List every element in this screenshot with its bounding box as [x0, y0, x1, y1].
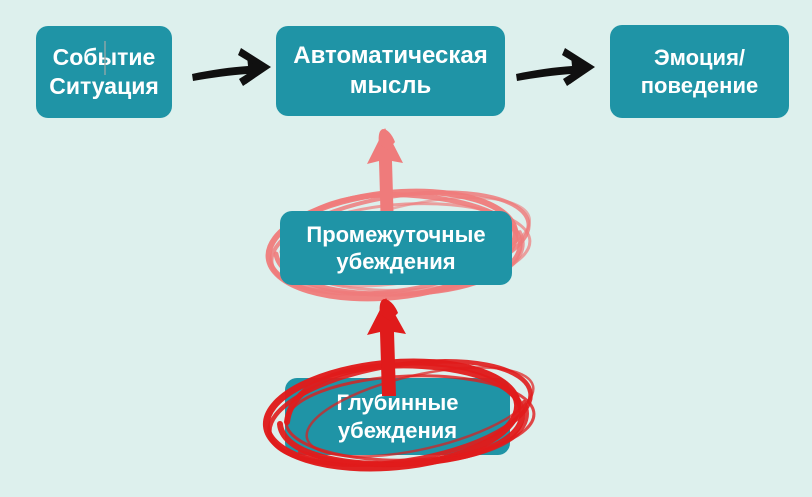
node-intermediate-beliefs-label: Промежуточные убеждения: [306, 221, 486, 275]
node-automatic-thought: Автоматическая мысль: [276, 26, 505, 116]
node-automatic-thought-label: Автоматическая мысль: [293, 42, 488, 99]
node-event: Событие Ситуация: [36, 26, 172, 118]
node-core-beliefs-label: Глубинные убеждения: [336, 390, 459, 443]
node-intermediate-beliefs: Промежуточные убеждения: [280, 211, 512, 285]
node-emotion-behavior: Эмоция/ поведение: [610, 25, 789, 118]
node-event-label: Событие Ситуация: [49, 44, 159, 99]
arrow-thought-to-emotion-icon: [516, 48, 595, 86]
node-emotion-behavior-label: Эмоция/ поведение: [640, 45, 759, 98]
arrow-event-to-thought-icon: [192, 48, 271, 86]
